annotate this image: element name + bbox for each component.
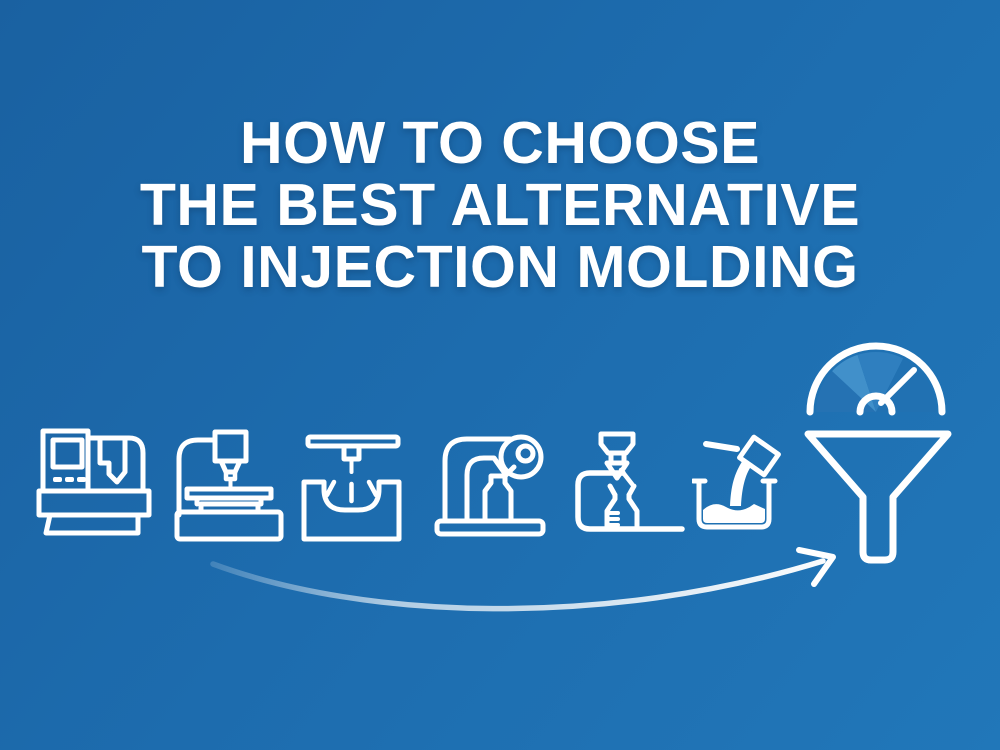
gauge-icon: [806, 342, 946, 416]
thermoforming-mold-icon: [297, 432, 411, 544]
page-title: HOW TO CHOOSE THE BEST ALTERNATIVE TO IN…: [0, 112, 1000, 298]
funnel-icon: [804, 430, 952, 564]
casting-pour-icon: [692, 430, 790, 548]
blow-molding-machine-icon: [430, 425, 550, 549]
title-line-1: HOW TO CHOOSE: [239, 110, 761, 176]
curved-arrow-icon: [195, 542, 850, 637]
title-line-2: THE BEST ALTERNATIVE: [139, 172, 861, 238]
title-line-3: TO INJECTION MOLDING: [141, 234, 859, 300]
injection-machine-hopper-flask-icon: [570, 425, 690, 549]
3d-printer-icon: [168, 427, 292, 549]
cnc-machine-icon: [34, 425, 160, 547]
funnel-gauge-group: [797, 339, 959, 571]
gauge-needle: [878, 367, 917, 406]
